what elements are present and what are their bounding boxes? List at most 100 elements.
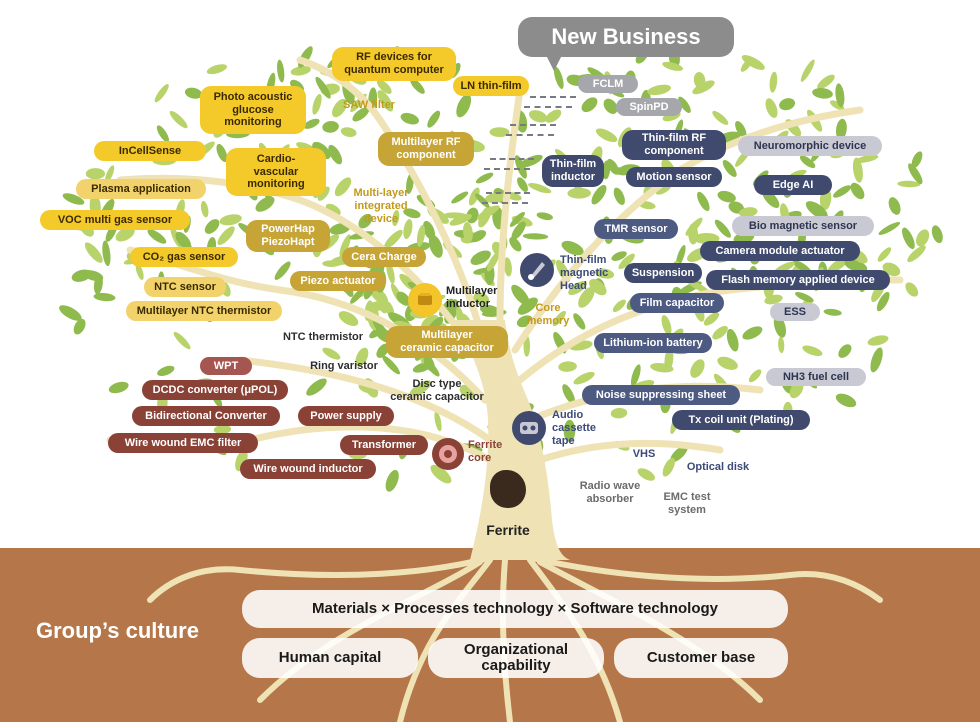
leaf xyxy=(664,347,674,373)
dash-line xyxy=(482,202,528,206)
leaf xyxy=(876,291,890,312)
leaf xyxy=(888,197,901,215)
leaf xyxy=(468,187,480,206)
leaf xyxy=(509,237,522,252)
leaf xyxy=(135,263,144,280)
leaf xyxy=(563,419,576,442)
leaf xyxy=(703,312,720,326)
leaf xyxy=(62,193,85,205)
label-camera-actuator: Camera module actuator xyxy=(700,241,860,261)
leaf xyxy=(835,83,845,108)
branch xyxy=(496,86,524,324)
leaf xyxy=(428,235,443,258)
leaf xyxy=(812,87,833,99)
leaf xyxy=(410,78,425,94)
leaf xyxy=(325,203,341,216)
leaf xyxy=(434,411,442,432)
label-voc: VOC multi gas sensor xyxy=(40,210,190,230)
label-ntc-thermistor: NTC thermistor xyxy=(282,331,364,343)
leaf xyxy=(637,468,656,481)
label-ln-thin-film: LN thin-film xyxy=(453,76,529,96)
label-bio-magnetic: Bio magnetic sensor xyxy=(732,216,874,236)
leaf xyxy=(173,331,191,350)
leaf xyxy=(916,229,930,247)
leaf xyxy=(678,96,691,113)
branch xyxy=(536,439,724,464)
label-cardio: Cardio- vascular monitoring xyxy=(226,148,326,196)
dash-line xyxy=(484,168,530,172)
label-plasma: Plasma application xyxy=(76,179,206,199)
leaf xyxy=(355,347,369,367)
leaf xyxy=(73,318,86,335)
leaf xyxy=(765,98,778,118)
leaf xyxy=(175,231,192,250)
label-fclm: FCLM xyxy=(578,75,638,93)
leaf xyxy=(156,125,169,143)
leaf xyxy=(71,269,92,282)
leaf xyxy=(717,356,738,370)
leaf xyxy=(728,201,745,214)
leaf xyxy=(817,74,835,89)
label-radio-wave: Radio wave absorber xyxy=(579,480,641,506)
leaf xyxy=(115,226,135,242)
label-incellsense: InCellSense xyxy=(94,141,206,161)
leaf xyxy=(567,187,591,199)
leaf xyxy=(322,347,341,360)
label-noise-sheet: Noise suppressing sheet xyxy=(582,385,740,405)
leaf xyxy=(595,268,615,279)
leaf xyxy=(473,292,490,306)
leaf xyxy=(833,185,852,198)
leaf xyxy=(200,201,209,218)
leaf xyxy=(338,311,359,327)
leaf xyxy=(568,280,587,296)
leaf xyxy=(157,365,175,376)
label-wire-emc: Wire wound EMC filter xyxy=(108,433,258,453)
leaf xyxy=(536,212,553,221)
leaf xyxy=(589,278,607,296)
new-business-banner: New Business xyxy=(518,17,734,57)
cassette-icon xyxy=(512,411,546,445)
leaf xyxy=(662,61,684,71)
label-multi-layer-integrated: Multi-layer integrated device xyxy=(353,187,409,226)
leaf xyxy=(217,226,235,246)
leaf xyxy=(400,112,419,125)
leaf xyxy=(712,325,728,340)
leaf xyxy=(878,222,901,235)
root xyxy=(537,559,763,703)
leaf xyxy=(603,98,618,114)
leaf xyxy=(552,310,566,327)
leaf xyxy=(573,371,595,385)
leaf xyxy=(416,225,426,247)
leaf xyxy=(611,251,627,261)
leaf xyxy=(714,219,731,238)
label-tmr: TMR sensor xyxy=(594,219,678,239)
new-business-pointer xyxy=(546,55,562,71)
label-saw-filter: SAW filter xyxy=(343,99,395,111)
leaf xyxy=(352,107,370,122)
leaf xyxy=(612,299,626,313)
leaf xyxy=(93,293,116,302)
leaf xyxy=(392,209,400,227)
leaf xyxy=(562,384,575,404)
label-thin-film-head: Thin-film magnetic Head xyxy=(560,254,609,293)
leaf xyxy=(595,128,618,143)
label-powerhap: PowerHap PiezoHapt xyxy=(246,220,330,252)
leaf xyxy=(451,191,469,204)
group-culture-title: Group’s culture xyxy=(36,618,199,643)
leaf xyxy=(717,190,736,203)
label-optical-disk: Optical disk xyxy=(686,461,750,473)
leaf xyxy=(340,127,357,137)
dash-line xyxy=(524,106,572,110)
leaf xyxy=(317,186,330,201)
leaf xyxy=(690,359,705,378)
leaf xyxy=(693,72,706,89)
label-core-memory: Core memory xyxy=(526,302,570,328)
label-edge-ai: Edge AI xyxy=(754,175,832,195)
leaf xyxy=(184,87,203,99)
label-motion-sensor: Motion sensor xyxy=(626,167,722,187)
leaf xyxy=(908,163,923,185)
leaf xyxy=(93,273,103,295)
label-suspension: Suspension xyxy=(624,263,702,283)
leaf xyxy=(769,71,778,93)
leaf xyxy=(427,110,441,128)
